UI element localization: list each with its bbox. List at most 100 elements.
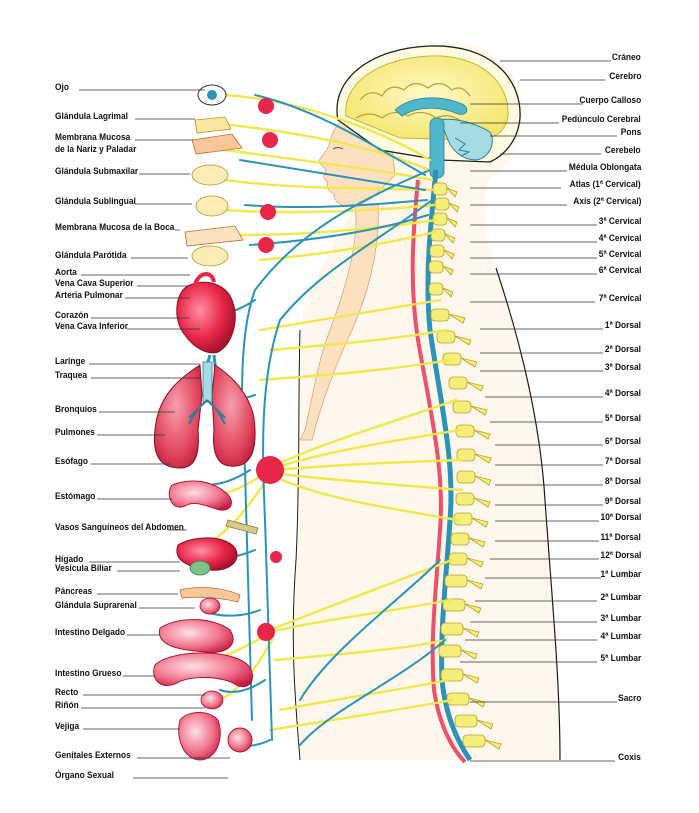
vertebra-process	[464, 603, 482, 614]
vertebra	[448, 552, 468, 566]
nerve-network	[188, 93, 464, 748]
label-6-dorsal: 6ª Dorsal	[604, 436, 641, 447]
vertebra	[430, 308, 450, 322]
label-esofago: Esófago	[55, 456, 88, 467]
label-4-lumbar: 4ª Lumbar	[600, 631, 641, 642]
label-5-cervical: 5ª Cervical	[598, 249, 641, 260]
vertebra-process	[474, 475, 492, 486]
vertebra-process	[442, 287, 454, 298]
label-bronquios: Bronquios	[55, 404, 97, 415]
vertebra-process	[446, 187, 458, 198]
label-coxis: Coxis	[618, 752, 641, 763]
label-11-dorsal: 11ª Dorsal	[600, 532, 641, 543]
vertebra	[429, 244, 445, 258]
vertebra-process	[462, 673, 480, 684]
vertebra-process	[484, 739, 502, 750]
label-sacro: Sacro	[617, 693, 641, 704]
label-glandula-lagrimal: Glándula Lagrimal	[55, 111, 128, 122]
vertebra-process	[471, 517, 489, 528]
throat-shape	[299, 204, 379, 441]
label-2-dorsal: 2ª Dorsal	[604, 344, 641, 355]
vertebra	[442, 352, 462, 366]
label-glandula-parotida: Glándula Parótida	[55, 250, 127, 261]
vertebra	[438, 644, 462, 658]
nerve-ganglia	[256, 98, 284, 641]
vertebra	[452, 400, 472, 414]
label-estomago: Estómago	[55, 491, 96, 502]
label-atlas-1-cervical: Atlas (1ª Cervical)	[570, 179, 641, 190]
label-intestino-delgado: Intestino Delgado	[55, 627, 126, 638]
vertebra-process	[460, 357, 478, 368]
label-membrana-mucosa: Membrana Mucosa	[55, 132, 131, 143]
label-cerebro: Cerebro	[608, 71, 641, 82]
label-5-lumbar: 5ª Lumbar	[600, 653, 641, 664]
label-de-la-nariz-y-paladar: de la Nariz y Paladar	[55, 144, 137, 155]
vertebra-process	[476, 719, 494, 730]
vertebra	[455, 492, 475, 506]
label-2-lumbar: 2ª Lumbar	[600, 592, 641, 603]
vertebra	[448, 376, 468, 390]
vertebra	[456, 470, 476, 484]
organs	[153, 84, 259, 761]
label-3-dorsal: 3ª Dorsal	[604, 362, 641, 373]
vertebra	[428, 282, 444, 296]
label-higado: Hígado	[55, 554, 84, 565]
vertebra-process	[474, 453, 492, 464]
vertebra	[446, 692, 470, 706]
label-glandula-submaxilar: Glándula Submaxilar	[55, 166, 139, 177]
label-glandula-sublingual: Glándula Sublingual	[55, 196, 136, 207]
label-9-dorsal: 9ª Dorsal	[604, 496, 641, 507]
vertebra	[440, 668, 464, 682]
label-rinon: Riñón	[55, 700, 79, 711]
label-1-dorsal: 1ª Dorsal	[604, 320, 641, 331]
vertebra-process	[466, 579, 484, 590]
vertebra-process	[473, 497, 491, 508]
label-4-cervical: 4ª Cervical	[598, 233, 641, 244]
label-cerebelo: Cerebelo	[605, 145, 641, 156]
label-recto: Recto	[55, 687, 79, 698]
label-4-dorsal: 4ª Dorsal	[604, 388, 641, 399]
vertebra	[440, 622, 464, 636]
label-arteria-pulmonar: Arteria Pulmonar	[55, 290, 123, 301]
label-7-dorsal: 7ª Dorsal	[604, 456, 641, 467]
label-glandula-suprarenal: Glándula Suprarenal	[55, 600, 137, 611]
label-axis-2-cervical: Axis (2ª Cervical)	[572, 196, 641, 207]
label-ojo: Ojo	[55, 82, 69, 93]
label-12-dorsal: 12ª Dorsal	[600, 550, 641, 561]
label-10-dorsal: 10ª Dorsal	[600, 512, 641, 523]
label-8-dorsal: 8ª Dorsal	[604, 476, 641, 487]
vertebra-process	[448, 202, 460, 213]
label-3-cervical: 3ª Cervical	[598, 216, 641, 227]
vertebra-process	[468, 537, 486, 548]
vertebra-process	[442, 265, 454, 276]
vertebra-process	[444, 233, 456, 244]
label-pancreas: Páncreas	[55, 586, 93, 597]
skull-and-brain	[336, 45, 521, 179]
vertebra	[432, 212, 448, 226]
vertebra-process	[446, 217, 458, 228]
vertebra-process	[460, 649, 478, 660]
label-vasos-sanguineos-del-abdomen: Vasos Sanguíneos del Abdomen	[55, 522, 184, 533]
vertebra	[462, 734, 486, 748]
label-corazon: Corazón	[55, 310, 89, 321]
vertebra-process	[454, 335, 472, 346]
vertebra	[454, 714, 478, 728]
vertebra	[432, 182, 448, 196]
label-craneo: Cráneo	[612, 52, 641, 63]
label-vena-cava-inferior: Vena Cava Inferior	[55, 321, 128, 332]
label-organo-sexual: Órgano Sexual	[55, 770, 115, 781]
label-intestino-grueso: Intestino Grueso	[55, 668, 122, 679]
label-membrana-mucosa-de-la-boca: Membrana Mucosa de la Boca	[55, 222, 175, 233]
label-3-lumbar: 3ª Lumbar	[600, 613, 641, 624]
label-laringe: Laringe	[55, 356, 86, 367]
label-5-dorsal: 5ª Dorsal	[604, 413, 641, 424]
vertebra	[430, 228, 446, 242]
label-vesicula-biliar: Vesícula Biliar	[55, 563, 112, 574]
label-vejiga: Vejiga	[55, 721, 80, 732]
label-genitales-externos: Genitales Externos	[55, 750, 131, 761]
label-cuerpo-calloso: Cuerpo Calloso	[579, 95, 641, 106]
vertebra-process	[448, 313, 466, 324]
label-1-lumbar: 1ª Lumbar	[600, 569, 641, 580]
vertebra-process	[466, 557, 484, 568]
